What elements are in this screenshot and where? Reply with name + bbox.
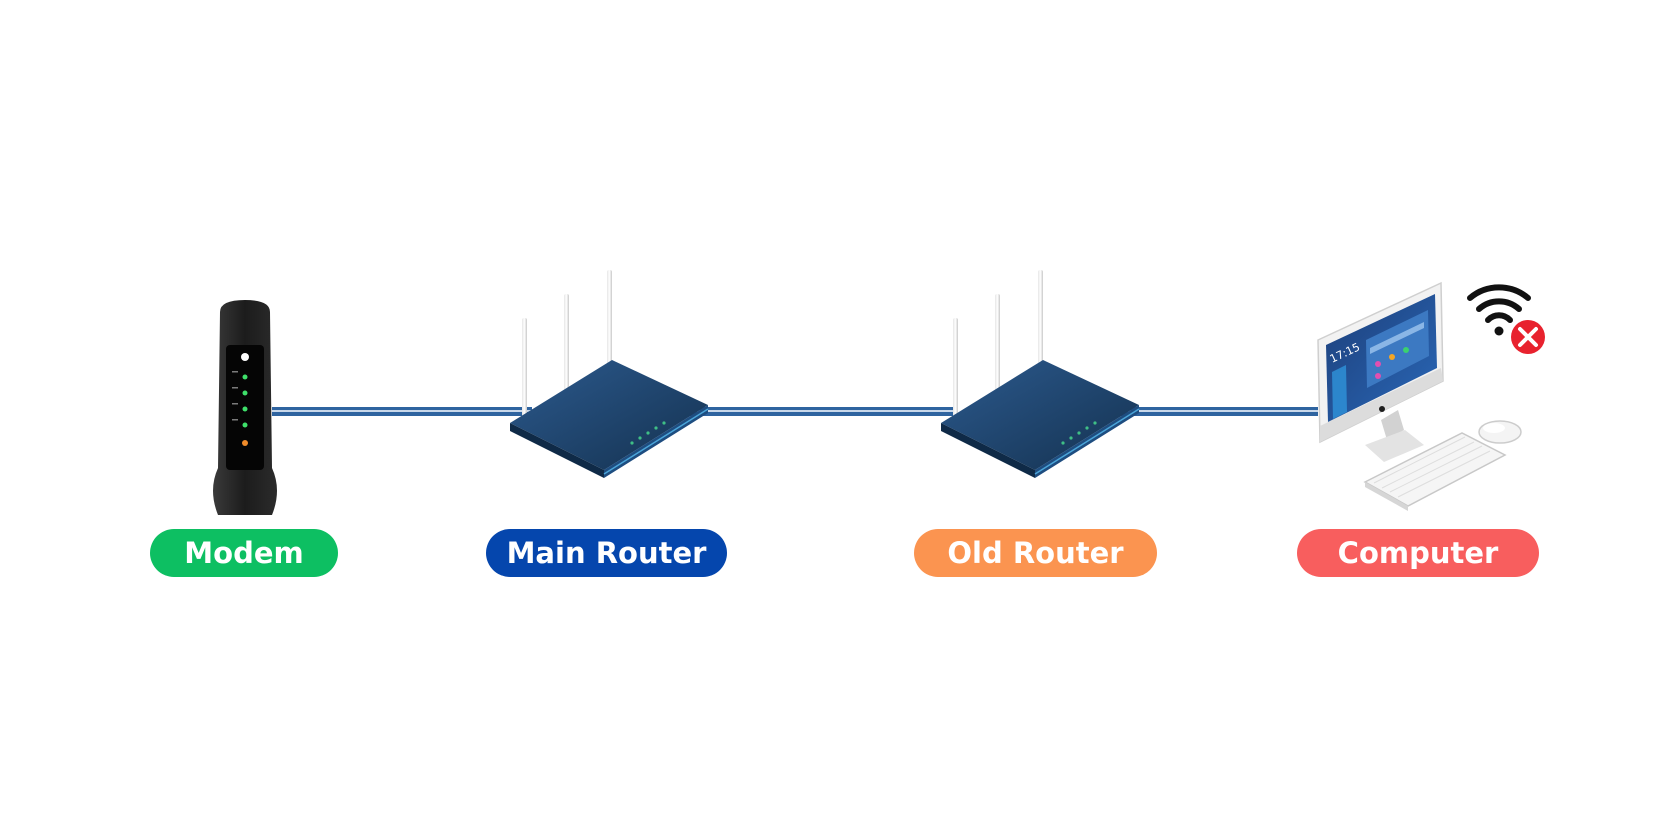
modem-icon — [213, 300, 277, 515]
label-computer-text: Computer — [1337, 536, 1499, 570]
label-old-router-text: Old Router — [947, 536, 1124, 570]
main-router-icon — [510, 270, 709, 478]
cable-modem-to-main-router — [272, 407, 532, 416]
old-router-icon — [941, 270, 1140, 478]
error-badge-icon — [1511, 320, 1545, 354]
label-main-router: Main Router — [486, 529, 727, 577]
keyboard-keys — [1373, 436, 1491, 498]
label-computer: Computer — [1297, 529, 1539, 577]
desktop-computer-icon: 17:15 — [1317, 281, 1522, 511]
status-leds — [1061, 421, 1097, 445]
label-modem-text: Modem — [184, 536, 304, 570]
cable-main-router-to-old-router — [690, 407, 955, 416]
wifi-disconnected-icon — [1467, 284, 1545, 354]
label-old-router: Old Router — [914, 529, 1157, 577]
cable-old-router-to-computer — [1120, 407, 1318, 416]
label-modem: Modem — [150, 529, 338, 577]
label-main-router-text: Main Router — [506, 536, 707, 570]
status-leds — [630, 421, 666, 445]
